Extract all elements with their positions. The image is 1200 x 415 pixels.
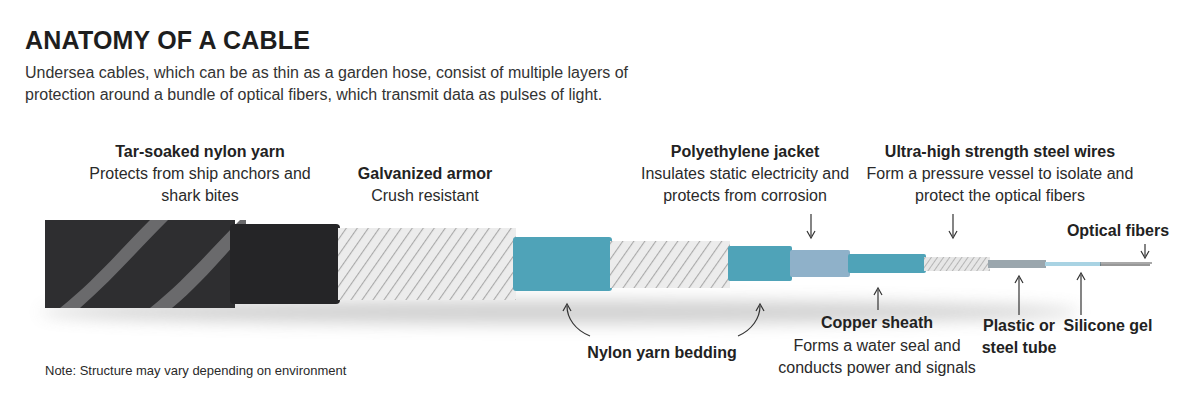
part-name: Nylon yarn bedding	[562, 342, 762, 364]
copper-sheath	[848, 254, 926, 273]
leader-lines	[563, 214, 1149, 336]
part-description: Form a pressure vessel to isolate and pr…	[862, 163, 1138, 207]
part-name: Optical fibers	[1053, 220, 1183, 242]
nylon-yarn-bedding	[513, 237, 612, 291]
yarn-stripe	[60, 220, 168, 308]
optical-fiber	[1100, 262, 1152, 263]
inner-armor	[610, 241, 730, 288]
silicone-gel	[1045, 262, 1101, 266]
note: Note: Structure may vary depending on en…	[45, 360, 465, 382]
steel-wires	[924, 257, 990, 271]
part-name: Tar-soaked nylon yarn	[70, 141, 330, 163]
part-name: Silicone gel	[1053, 315, 1163, 337]
part-description: Forms a water seal and conducts power an…	[767, 335, 987, 379]
polyethylene-jacket	[790, 250, 850, 277]
part-description: Insulates static electricity and protect…	[625, 163, 865, 207]
plastic-steel-tube	[988, 260, 1046, 268]
optical-fiber	[1100, 264, 1150, 265]
part-name: Galvanized armor	[325, 163, 525, 185]
tar-yarn-band	[230, 224, 340, 304]
part-name: Plastic or steel tube	[971, 315, 1067, 359]
part-description: Crush resistant	[325, 185, 525, 207]
part-name: Ultra-high strength steel wires	[860, 141, 1140, 163]
title: ANATOMY OF A CABLE	[25, 26, 310, 55]
caption: Undersea cables, which can be as thin as…	[25, 62, 685, 106]
part-description: Protects from ship anchors and shark bit…	[80, 163, 320, 207]
inner-bedding	[728, 246, 792, 281]
part-name: Copper sheath	[787, 312, 967, 334]
galvanized-armor	[338, 228, 516, 300]
part-name: Polyethylene jacket	[615, 141, 875, 163]
